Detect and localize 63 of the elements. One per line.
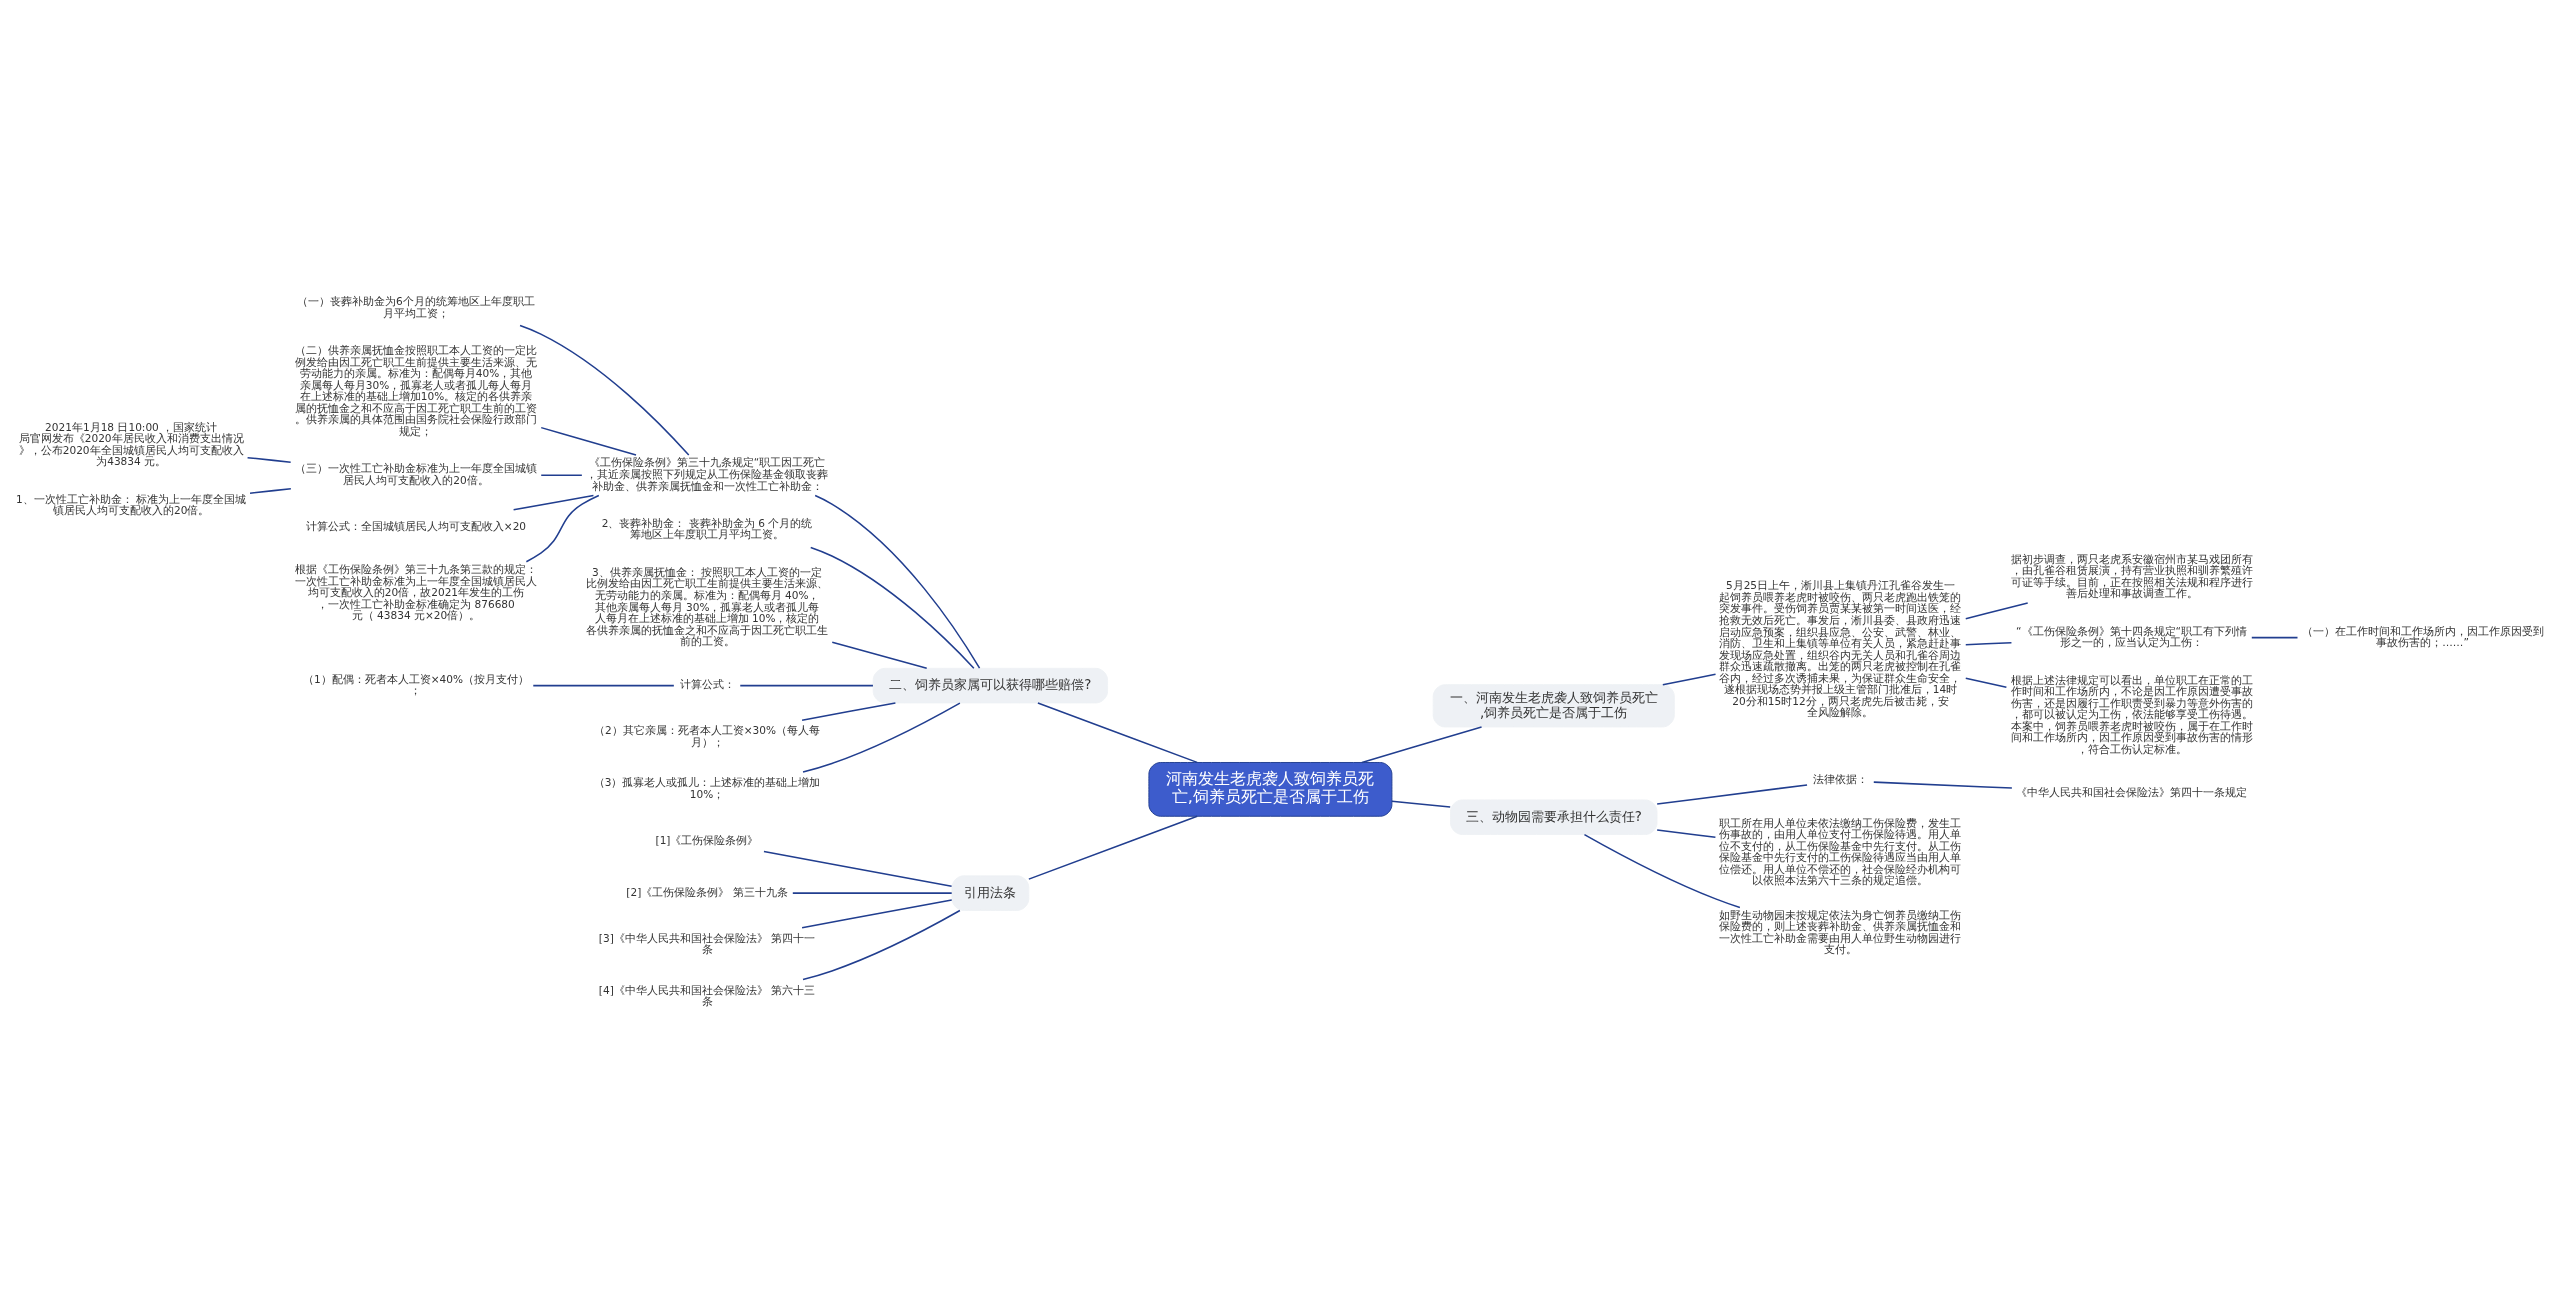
- connector: [809, 546, 975, 669]
- connector: [802, 701, 961, 773]
- connector: [532, 684, 675, 686]
- connector: [1583, 833, 1741, 908]
- node-text: [4]《中华人民共和国社会保险法》 第六十三条: [598, 983, 816, 1007]
- node-text: [2]《工伤保险条例》 第三十九条: [626, 885, 788, 898]
- node-text: 2021年1月18 日10:00 ，国家统计局官网发布《2020年居民收入和消费支出情况》，公布2020年全国城镇居民人均可支配收入为43834 元。: [18, 420, 244, 467]
- node-text: “《工伤保险条例》第十四条规定“职工有下列情形之一的，应当认定为工伤：: [2016, 624, 2248, 648]
- node-text: （二）供养亲属抚恤金按照职工本人工资的一定比例发给由因工死亡职工生前提供主要生活来源、无劳动能力的亲属。标准为：配偶每月40%，其他亲属每人每月30%，孤寡老人或者孤儿每人每月在上述标准的基础上增加10%。核定的各供养亲属的抚恤金之和不应高于因工死亡职工生前的工资。供养亲属的具体范围由国务院社会保险行政部门规定；: [294, 343, 537, 437]
- node-text: [3]《中华人民共和国社会保险法》 第四十一条: [598, 931, 816, 955]
- connector: [792, 891, 953, 894]
- connector: [246, 456, 292, 463]
- connector: [1965, 601, 2029, 619]
- connector: [249, 487, 292, 494]
- connector: [1028, 815, 1198, 880]
- node-text: （三）一次性工亡补助金标准为上一年度全国城镇居民人均可支配收入的20倍。: [294, 461, 537, 486]
- node-text: 根据上述法律规定可以看出，单位职工在正常的工作时间和工作场所内，不论是因工作原因遭受事故伤害，还是因履行工作职责受到暴力等意外伤害的，都可以被认定为工伤，依法能够享受工伤待遇。本案中，饲养员喂养老虎时被咬伤，属于在工作时间和工作场所内，因工作原因受到事故伤害的情形，符合工伤认定标准。: [2010, 673, 2253, 755]
- connector: [1361, 725, 1483, 763]
- node-box: 一、河南发生老虎袭人致饲养员死亡,饲养员死亡是否属于工伤: [1432, 683, 1675, 727]
- node-text: （一）在工作时间和工作场所内，因工作原因受到事故伤害的；……”: [2301, 624, 2544, 648]
- connector: [525, 494, 600, 562]
- node-box: 二、饲养员家属可以获得哪些赔偿?: [872, 667, 1109, 703]
- connector: [1965, 676, 2008, 688]
- connector: [814, 494, 981, 669]
- connector: [512, 494, 595, 511]
- connector: [1391, 800, 1451, 808]
- connector: [802, 909, 961, 980]
- connector: [831, 640, 928, 669]
- connector: [540, 474, 583, 476]
- connector: [1656, 783, 1808, 805]
- connector: [1656, 828, 1717, 838]
- connector: [801, 701, 897, 721]
- connector: [801, 898, 953, 928]
- node-text: 计算公式：全国城镇居民人均可支配收入×20: [305, 519, 527, 532]
- node-text: 5月25日上午，淅川县上集镇丹江孔雀谷发生一起饲养员喂养老虎时被咬伤、两只老虎跑出铁笼的突发事件。受伤饲养员贾某某被第一时间送医，经抢救无效后死亡。事发后，淅川县委、县政府迅速启动应急预案，组织县应急、公安、武警、林业、消防、卫生和上集镇等单位有关人员，紧急赶赴事发现场应急处置，组织谷内无关人员和孔雀谷周边群众迅速疏散撤离。出笼的两只老虎被控制在孔雀谷内，经过多次诱捕未果，为保证群众生命安全，遂根据现场态势并报上级主管部门批准后，14时20分和15时12分，两只老虎先后被击毙，安全风险解除。: [1719, 578, 1962, 718]
- node-box: 河南发生老虎袭人致饲养员死亡,饲养员死亡是否属于工伤: [1148, 761, 1393, 817]
- node-text: [1]《工伤保险条例》: [655, 833, 759, 846]
- connector: [540, 426, 637, 456]
- connector: [519, 324, 690, 456]
- node-text: 如野生动物园未按规定依法为身亡饲养员缴纳工伤保险费的，则上述丧葬补助金、供养亲属抚恤金和一次性工亡补助金需要由用人单位野生动物园进行支付。: [1719, 908, 1962, 955]
- connector: [1037, 701, 1198, 763]
- node-text: 据初步调查，两只老虎系安徽宿州市某马戏团所有，由孔雀谷租赁展演，持有营业执照和驯养繁殖许可证等手续。目前，正在按照相关法规和程序进行善后处理和事故调查工作。: [2010, 551, 2253, 599]
- node-text: （1）配偶：死者本人工资×40%（按月支付）；: [302, 672, 529, 696]
- node-text: 2、丧葬补助金： 丧葬补助金为 6 个月的统筹地区上年度职工月平均工资。: [601, 516, 813, 540]
- node-text: （2）其它亲属：死者本人工资×30%（每人每月）；: [594, 723, 821, 748]
- node-text: 根据《工伤保险条例》第三十九条第三款的规定：一次性工亡补助金标准为上一年度全国城镇居民人均可支配收入的20倍，故2021年发生的工伤，一次性工亡补助金标准确定为 876680 元（ 43834 元×20倍）。: [294, 562, 537, 621]
- node-text: 3、供养亲属抚恤金： 按照职工本人工资的一定比例发给由因工死亡职工生前提供主要生活来源、无劳动能力的亲属。标准为：配偶每月 40%，其他亲属每人每月 30%，孤寡老人或者孤儿每人每月在上述标准的基础上增加 10%，核定的各供养亲属的抚恤金之和不应高于因工死亡职工生前的工资。: [586, 565, 829, 647]
- connector: [739, 684, 874, 686]
- node-text: 计算公式：: [679, 677, 735, 690]
- node-text: 《工伤保险条例》第三十九条规定“职工因工死亡，其近亲属按照下列规定从工伤保险基金领取丧葬补助金、供养亲属抚恤金和一次性工亡补助金：: [586, 455, 829, 491]
- connector: [2251, 636, 2299, 638]
- node-text: 职工所在用人单位未依法缴纳工伤保险费，发生工伤事故的，由用人单位支付工伤保险待遇。用人单位不支付的，从工伤保险基金中先行支付。从工伤保险基金中先行支付的工伤保险待遇应当由用人单位偿还。用人单位不偿还的，社会保险经办机构可以依照本法第六十三条的规定追偿。: [1719, 816, 1962, 886]
- node-box: 引用法条: [951, 874, 1030, 911]
- node-text: （一）丧葬补助金为6个月的统筹地区上年度职工月平均工资；: [297, 294, 535, 319]
- connector: [1965, 641, 2013, 645]
- node-text: 《中华人民共和国社会保险法》第四十一条规定: [2016, 785, 2248, 798]
- node-text: （3）孤寡老人或孤儿：上述标准的基础上增加 10%；: [593, 775, 821, 800]
- node-text: 1、一次性工亡补助金： 标准为上一年度全国城镇居民人均可支配收入的20倍。: [16, 492, 247, 516]
- node-box: 三、动物园需要承担什么责任?: [1450, 798, 1658, 835]
- connector: [1873, 780, 2013, 789]
- connector: [763, 850, 953, 887]
- node-text: 法律依据：: [1813, 772, 1868, 785]
- connector: [1662, 673, 1717, 685]
